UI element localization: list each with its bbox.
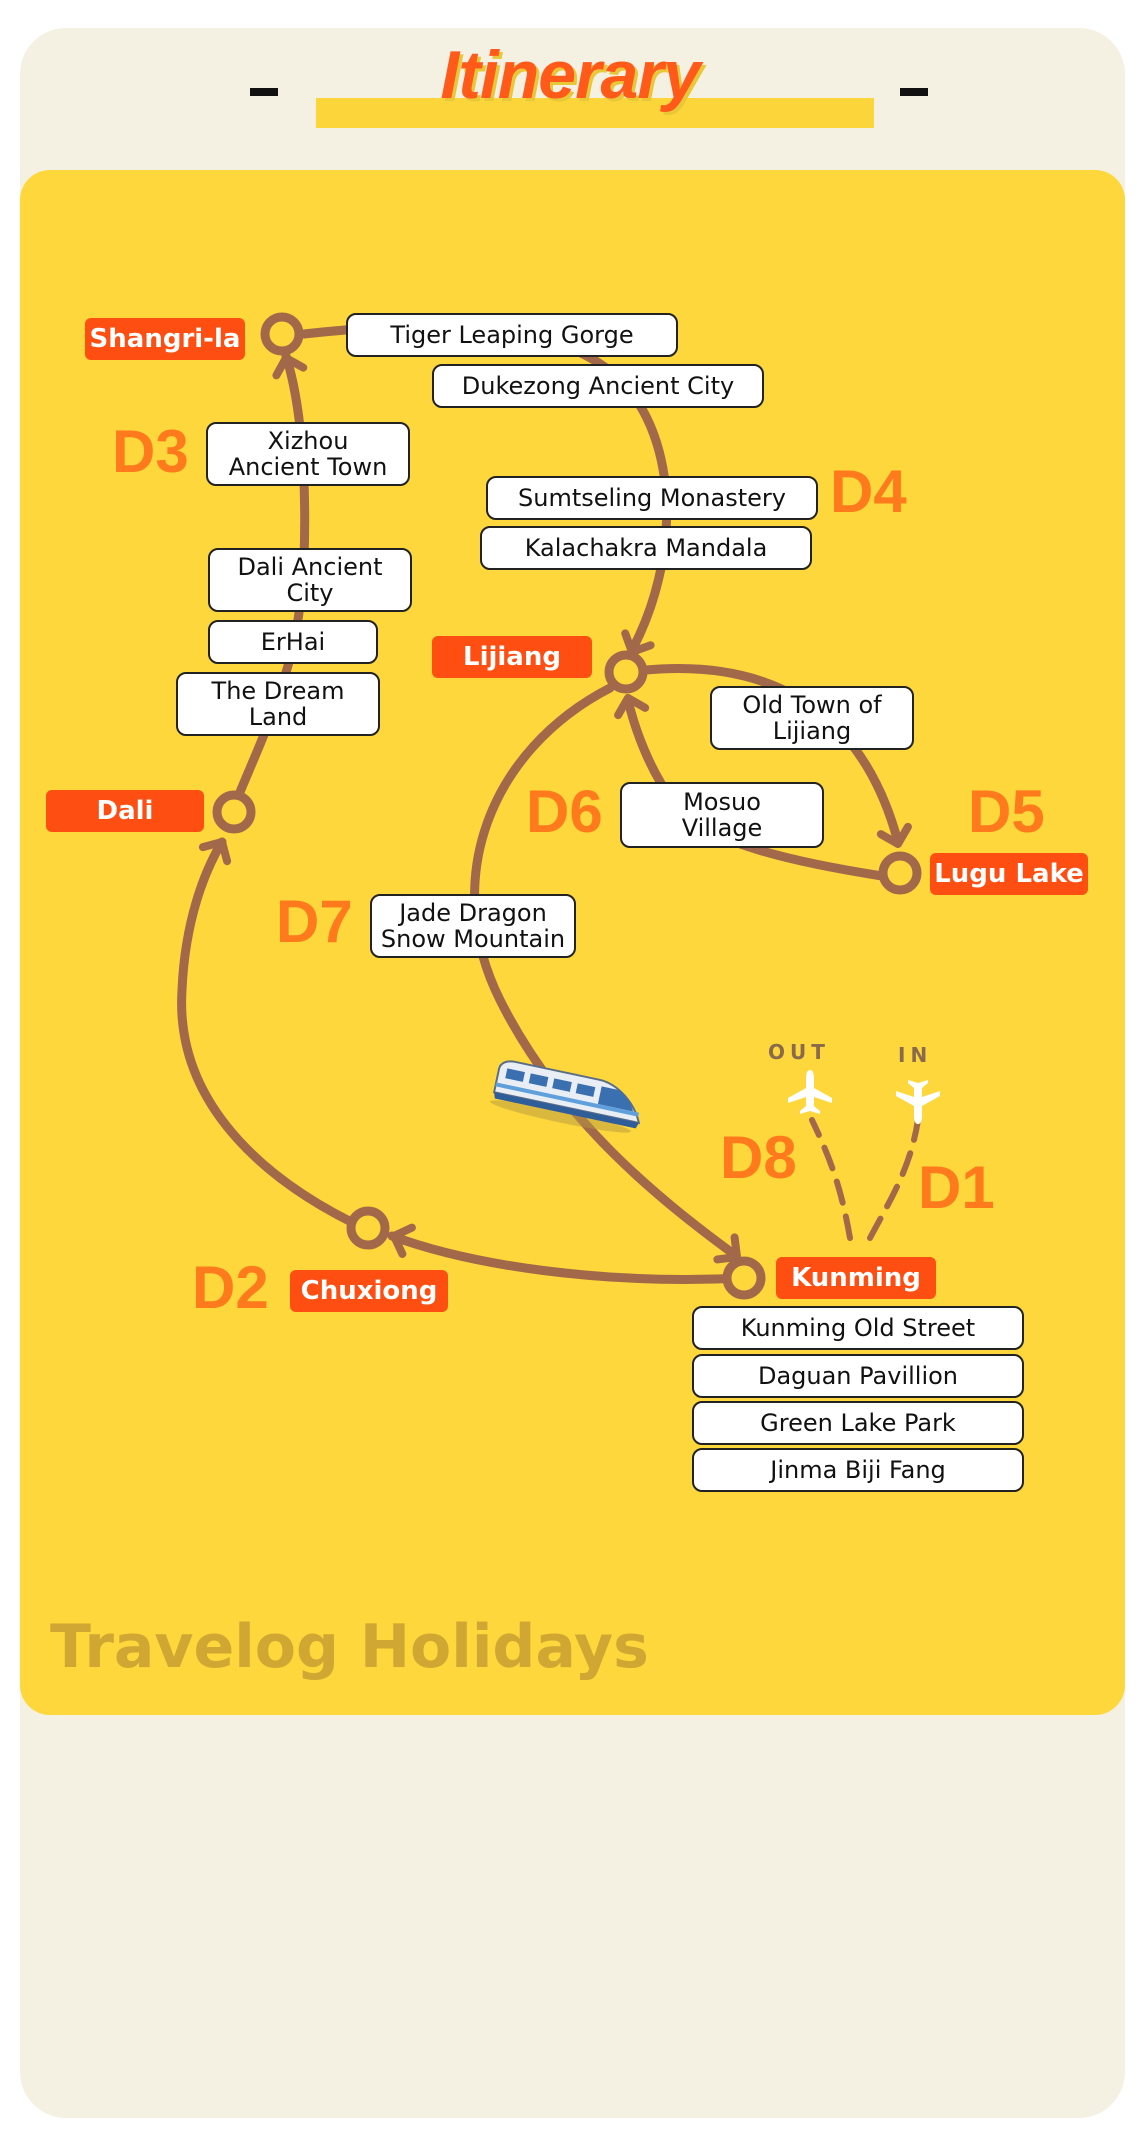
spot-xizhou: Xizhou Ancient Town (206, 422, 410, 486)
title-highlight-bar (316, 98, 874, 128)
spot-dali-ancient-city: Dali Ancient City (208, 548, 412, 612)
flight-path-out (809, 1117, 853, 1241)
spot-kunming-old-street: Kunming Old Street (692, 1306, 1024, 1350)
node-lugu (878, 851, 922, 895)
city-lugu: Lugu Lake (930, 853, 1088, 895)
route-kunming-chuxiong (387, 1231, 749, 1284)
day-label-d4: D4 (830, 458, 907, 525)
page-title: Itinerary (440, 37, 700, 113)
spot-sumtseling: Sumtseling Monastery (486, 476, 818, 520)
node-chuxiong (346, 1206, 390, 1250)
day-label-d8: D8 (720, 1124, 797, 1191)
spot-green-lake-park: Green Lake Park (692, 1401, 1024, 1445)
city-dali: Dali (46, 790, 204, 832)
route-lijiang-kunming (470, 683, 740, 1260)
spot-kalachakra: Kalachakra Mandala (480, 526, 812, 570)
city-lijiang: Lijiang (432, 636, 592, 678)
day-label-d7: D7 (276, 888, 353, 955)
spot-dukezong: Dukezong Ancient City (432, 364, 764, 408)
day-label-d3: D3 (112, 418, 189, 485)
plane-in-icon (896, 1080, 940, 1124)
train-icon (490, 1060, 641, 1133)
flight-in-label: IN (898, 1043, 933, 1067)
brand-watermark: Travelog Holidays (50, 1612, 649, 1682)
node-kunming (722, 1256, 766, 1300)
spot-jade-dragon: Jade Dragon Snow Mountain (370, 894, 576, 958)
node-dali (212, 790, 256, 834)
day-label-d2: D2 (192, 1254, 269, 1321)
spot-old-town-lijiang: Old Town of Lijiang (710, 686, 914, 750)
spot-tiger-leaping-gorge: Tiger Leaping Gorge (346, 313, 678, 357)
spot-erhai: ErHai (208, 620, 378, 664)
city-shangrila: Shangri-la (85, 318, 245, 360)
route-chuxiong-dali (177, 837, 373, 1235)
spot-jinma-biji-fang: Jinma Biji Fang (692, 1448, 1024, 1492)
day-label-d6: D6 (526, 778, 603, 845)
header-dash-right (900, 88, 928, 96)
plane-out-icon (788, 1070, 832, 1114)
day-label-d5: D5 (968, 778, 1045, 845)
flight-out-label: OUT (768, 1040, 830, 1064)
city-kunming: Kunming (776, 1257, 936, 1299)
city-chuxiong: Chuxiong (290, 1270, 448, 1312)
spot-dream-land: The Dream Land (176, 672, 380, 736)
header-dash-left (250, 88, 278, 96)
node-lijiang (604, 650, 648, 694)
flight-path-in (867, 1117, 921, 1241)
day-label-d1: D1 (918, 1154, 995, 1221)
spot-mosuo-village: Mosuo Village (620, 782, 824, 848)
node-shangrila (260, 312, 304, 356)
spot-daguan-pavillion: Daguan Pavillion (692, 1354, 1024, 1398)
